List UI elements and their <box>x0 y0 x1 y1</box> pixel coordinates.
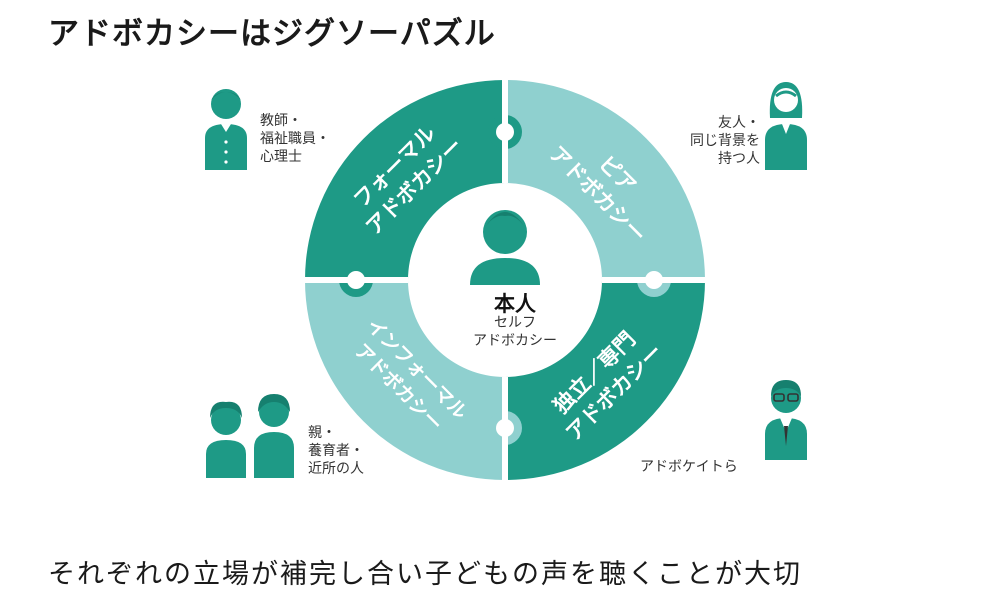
supporter-parents-line1: 親・ <box>308 425 336 441</box>
supporter-parents-line2: 養育者・ <box>308 443 364 459</box>
center-label-main: 本人 <box>494 292 536 316</box>
supporter-label-friend: 友人・ 同じ背景を 持つ人 <box>660 114 760 168</box>
advocate-icon <box>765 380 807 460</box>
supporter-friend-line1: 友人・ <box>718 115 760 131</box>
page-title: アドボカシーはジグソーパズル <box>48 16 496 52</box>
supporter-label-parents: 親・ 養育者・ 近所の人 <box>308 424 364 478</box>
teacher-icon <box>205 89 247 170</box>
center-label-sub1: セルフ <box>494 315 536 331</box>
quadrant-independent <box>505 280 705 480</box>
parents-icon <box>206 394 294 478</box>
quadrant-formal <box>305 80 505 280</box>
supporter-friend-line2: 同じ背景を <box>690 133 760 149</box>
person-center-icon <box>470 210 540 285</box>
supporter-teacher-line2: 福祉職員・ <box>260 131 330 147</box>
caption: それぞれの立場が補完し合い子どもの声を聴くことが大切 <box>48 559 802 590</box>
friend-icon <box>765 82 807 170</box>
supporter-advocate-line1: アドボケイトら <box>640 459 738 475</box>
center-label-sub: セルフ アドボカシー <box>440 314 590 350</box>
supporter-label-advocate: アドボケイトら <box>640 458 738 476</box>
center-label-sub2: アドボカシー <box>473 333 557 349</box>
supporter-teacher-line1: 教師・ <box>260 113 302 129</box>
supporter-friend-line3: 持つ人 <box>718 151 760 167</box>
supporter-label-teacher: 教師・ 福祉職員・ 心理士 <box>260 112 330 166</box>
quadrant-peer <box>505 80 705 280</box>
supporter-teacher-line3: 心理士 <box>260 149 302 165</box>
supporter-parents-line3: 近所の人 <box>308 461 364 477</box>
quadrant-informal <box>305 280 505 480</box>
